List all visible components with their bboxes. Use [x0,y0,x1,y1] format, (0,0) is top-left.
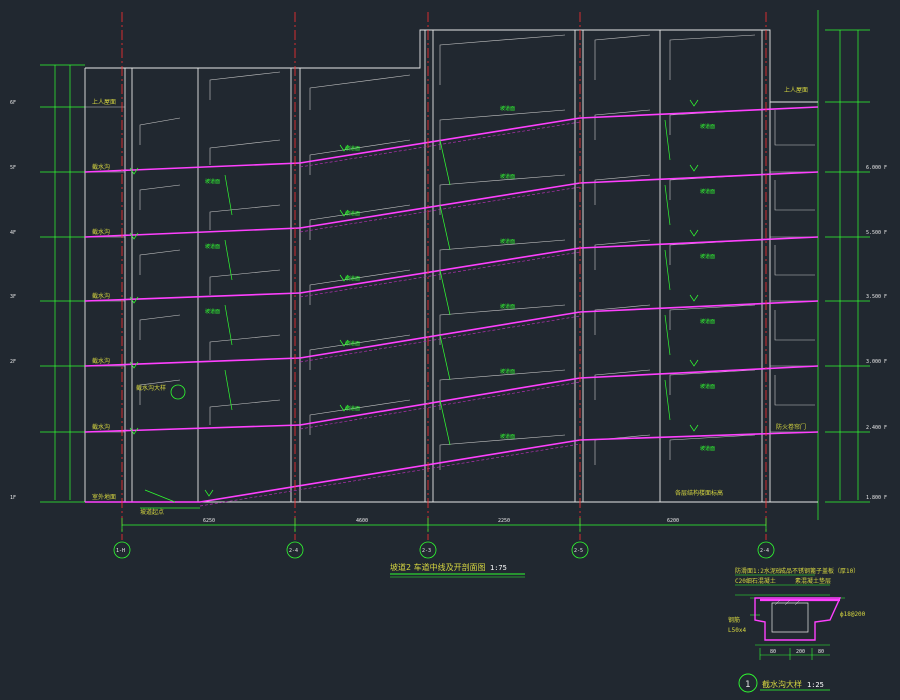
ramp-label: 坡道面 [205,178,220,185]
floor-mark: 6.000 F [866,165,887,171]
ramp-label: 坡道面 [500,303,515,310]
axis-lines [121,12,767,540]
detail-dim: 200 [796,649,805,655]
ramp-label: 坡道面 [345,405,360,412]
roof-note: 上人屋面 [92,98,116,106]
right-note: 防火卷帘门 [776,423,806,431]
ramp-surfaces [84,106,819,503]
left-dimension-chain [40,64,85,503]
floor-mark: 1F [10,495,16,501]
ramp-underside [199,121,581,507]
main-scale: 1:75 [490,564,507,572]
ramp-label: 坡道面 [345,340,360,347]
detail-note: 成品不锈钢篦子盖板（厚10） [780,567,859,575]
roof-note: 上人屋面 [784,86,808,94]
elevation-markers [129,99,699,509]
floor-mark: 2F [10,359,16,365]
left-note: 截水沟 [92,423,110,431]
ground-note: 室外地面 [92,493,116,501]
ground-note-2: 坡道起点 [140,508,164,516]
detail-number-circle [738,673,758,693]
ramp-label: 坡道面 [500,105,515,112]
left-note: 截水沟 [92,228,110,236]
floor-mark: 3.000 F [866,359,887,365]
axis-label: 2-4 [289,548,298,554]
detail-note: C20细石混凝土 [735,577,776,585]
bottom-dimension-line [121,518,767,532]
axis-label: 1-H [116,548,125,554]
ramp-label: 坡道面 [500,173,515,180]
ramp-label: 坡道面 [700,123,715,130]
main-title: 坡道2 车道中线及开剖面图 [390,562,486,572]
axis-bubbles: 1-H 2-4 2-3 2-5 2-4 [113,541,775,559]
ramp-label: 坡道面 [345,210,360,217]
floor-mark: 3.500 F [866,294,887,300]
span-dim: 4600 [356,518,368,524]
detail-title: 截水沟大样 [762,679,802,689]
floor-mark: 3F [10,294,16,300]
detail-scale: 1:25 [807,681,824,689]
bottom-right-note: 各层结构楼面标高 [675,489,723,497]
detail-dim: 80 [818,649,824,655]
left-note: 截水沟 [92,357,110,365]
gutter-detail: 防滑面1:2水泥砂 成品不锈钢篦子盖板（厚10） C20细石混凝土 素混凝土垫层… [728,567,866,693]
axis-label: 2-3 [422,548,431,554]
ramp-label: 坡道面 [500,433,515,440]
left-note: 截水沟大样 [136,384,166,392]
right-floor-marks: 6.000 F 5.500 F 3.500 F 3.000 F 2.400 F … [866,165,887,501]
detail-note: 钢筋 [728,616,740,624]
ramp-label: 坡道面 [700,318,715,325]
floor-mark: 5.500 F [866,230,887,236]
floor-mark: 4F [10,230,16,236]
detail-callout-circle [170,384,186,400]
floor-slabs [85,34,818,470]
floor-mark: 2.400 F [866,425,887,431]
ramp-label: 坡道面 [700,253,715,260]
left-notes: 上人屋面 截水沟 截水沟 截水沟 截水沟 截水沟 截水沟大样 室外地面 坡道起点… [92,86,808,516]
ramp-labels: 坡道面 坡道面 坡道面 坡道面 坡道面 坡道面 坡道面 坡道面 坡道面 坡道面 … [205,105,715,452]
detail-note: 防滑面1:2水泥砂 [735,567,782,575]
ramp-label: 坡道面 [700,383,715,390]
span-dim: 2250 [498,518,510,524]
span-dim: 6200 [667,518,679,524]
ramp-label: 坡道面 [345,145,360,152]
main-title-block: 坡道2 车道中线及开剖面图 1:75 [390,562,525,578]
ramp-label: 坡道面 [500,238,515,245]
ramp-label: 坡道面 [345,275,360,282]
axis-label: 2-5 [574,548,583,554]
floor-mark: 6F [10,100,16,106]
detail-note: 素混凝土垫层 [795,577,831,585]
floor-mark: 5F [10,165,16,171]
ramp-label: 坡道面 [700,188,715,195]
span-dim: 6250 [203,518,215,524]
floor-mark: 1.800 F [866,495,887,501]
ramp-label: 坡道面 [205,308,220,315]
left-floor-marks: 6F 5F 4F 3F 2F 1F [10,100,16,501]
left-note: 截水沟 [92,163,110,171]
left-note: 截水沟 [92,292,110,300]
detail-dim: 80 [770,649,776,655]
ramp-label: 坡道面 [500,368,515,375]
axis-label: 2-4 [760,548,769,554]
ramp-label: 坡道面 [700,445,715,452]
building-outline [84,29,818,503]
ramp-label: 坡道面 [205,243,220,250]
detail-note: L50x4 [728,627,746,634]
right-dimension-chain [817,10,870,520]
detail-number: 1 [745,680,750,690]
span-dimensions: 6250 4600 2250 6200 [203,518,679,524]
detail-note: ф18@200 [840,611,866,618]
